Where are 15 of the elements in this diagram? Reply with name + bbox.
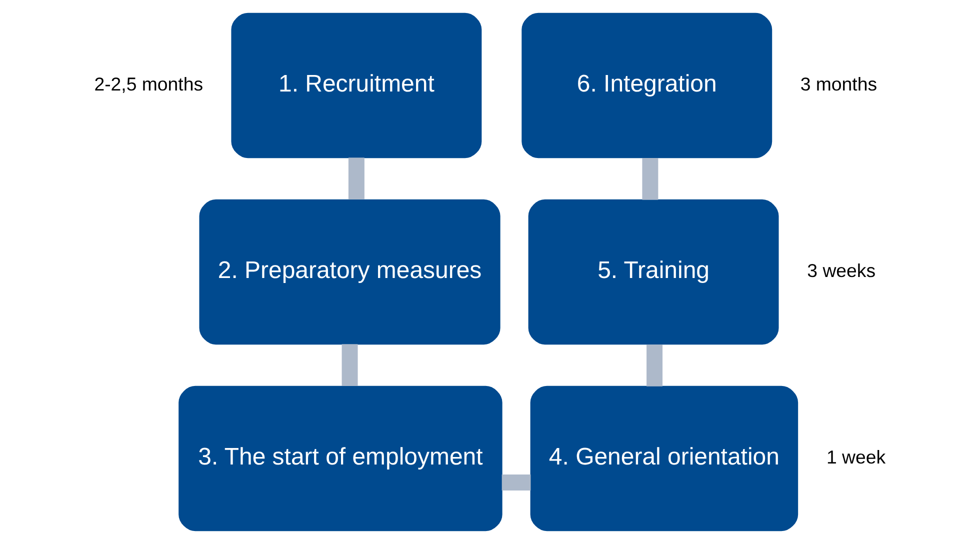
connector bbox=[348, 158, 364, 200]
connector bbox=[646, 344, 662, 386]
connector bbox=[341, 344, 358, 386]
node-box: 6. Integration bbox=[521, 12, 772, 158]
node-box: 1. Recruitment bbox=[230, 12, 482, 158]
node-box: 5. Training bbox=[528, 199, 778, 345]
label: 2-2,5 months bbox=[94, 73, 203, 94]
connector bbox=[501, 474, 530, 490]
node-label: 3 months bbox=[800, 73, 877, 94]
node-label: 3 weeks bbox=[806, 260, 876, 281]
node-box: 2. Preparatory measures bbox=[198, 199, 500, 345]
connector bbox=[642, 158, 658, 200]
node-box: 4. General orientation bbox=[530, 386, 798, 532]
node-box: 3. The start of employment bbox=[178, 386, 502, 532]
node-label: 1 week bbox=[826, 446, 886, 468]
